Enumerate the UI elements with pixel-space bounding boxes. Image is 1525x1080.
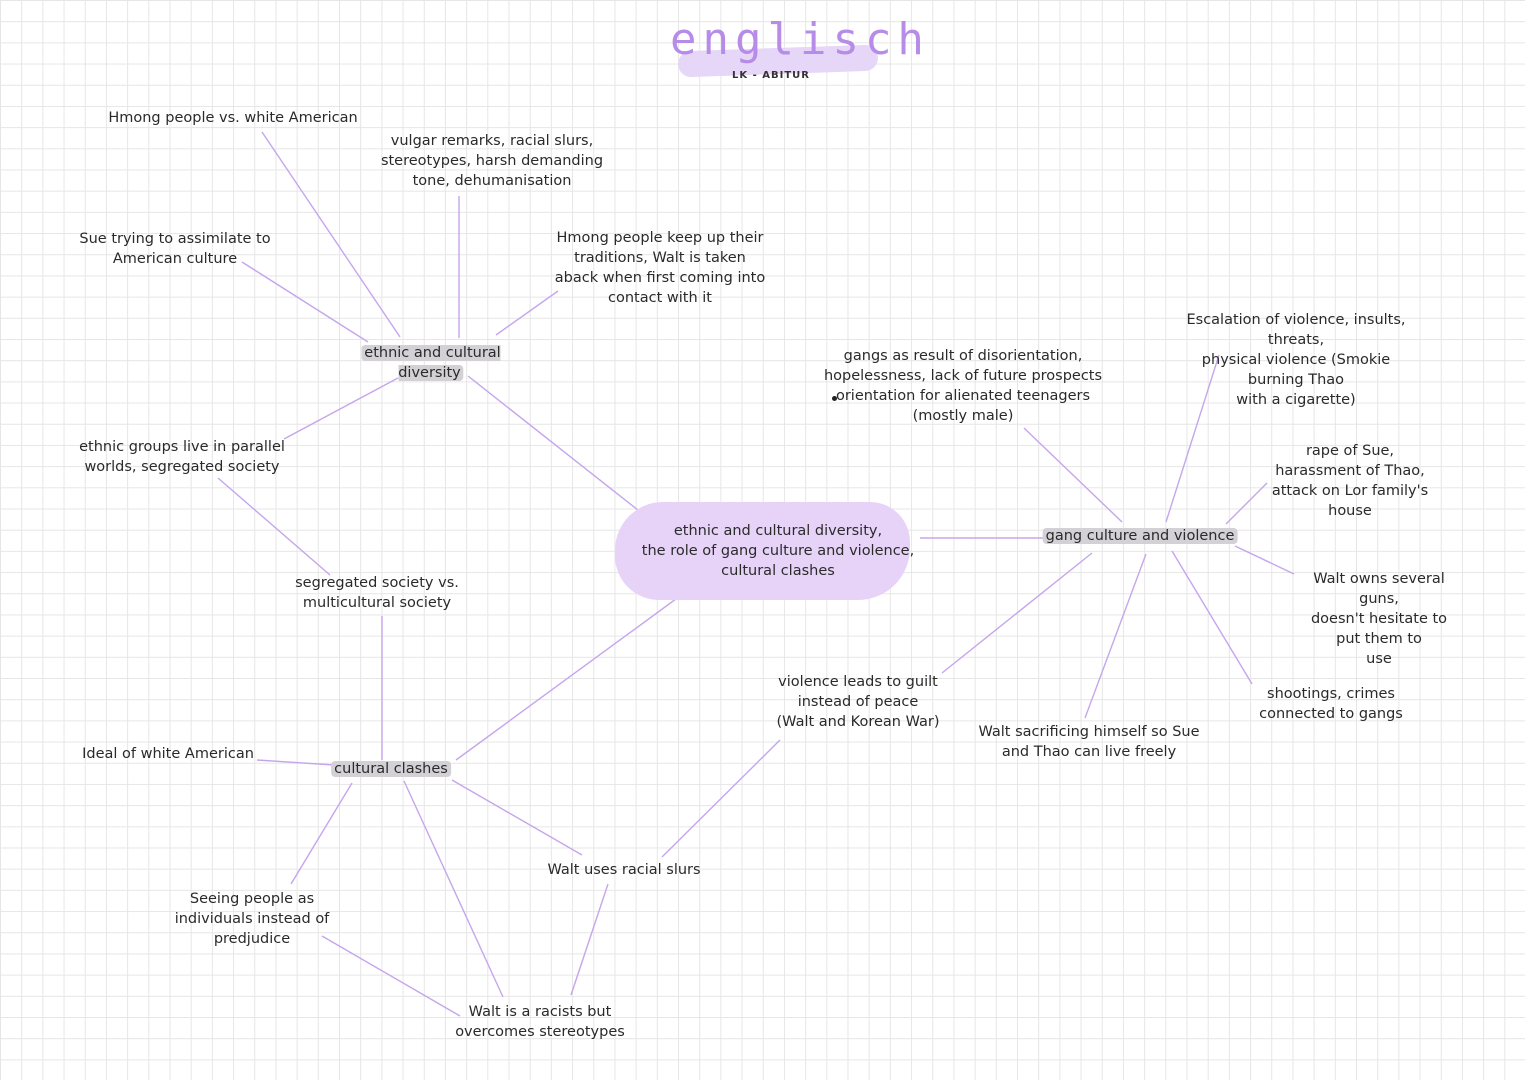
link xyxy=(217,477,331,576)
link xyxy=(495,290,559,336)
link xyxy=(283,377,399,440)
link xyxy=(451,779,583,856)
node-walt-guns: Walt owns several guns, doesn't hesitate… xyxy=(1310,571,1448,667)
central-topic: ethnic and cultural diversity, the role … xyxy=(641,523,915,579)
header-title: englisch LK - ABITUR xyxy=(670,8,924,88)
hub-cultural-clashes: cultural clashes xyxy=(331,759,451,779)
node-seeing-individuals: Seeing people as individuals instead of … xyxy=(174,891,330,947)
node-rape-harassment: rape of Sue, harassment of Thao, attack … xyxy=(1271,443,1429,519)
link xyxy=(1225,482,1268,525)
link xyxy=(321,935,461,1017)
node-shootings: shootings, crimes connected to gangs xyxy=(1259,686,1403,722)
node-parallel-worlds: ethnic groups live in parallel worlds, s… xyxy=(79,439,285,475)
hub-ethnic-diversity: ethnic and cultural diversity xyxy=(361,343,501,383)
node-hmong-vs-white: Hmong people vs. white American xyxy=(108,110,358,126)
link xyxy=(256,759,335,766)
node-sue-assimilate: Sue trying to assimilate to American cul… xyxy=(79,231,271,267)
link xyxy=(261,131,401,338)
node-ideal-white-american: Ideal of white American xyxy=(82,746,254,762)
node-walt-sacrifice: Walt sacrificing himself so Sue and Thao… xyxy=(978,724,1200,760)
node-walt-racial-slurs: Walt uses racial slurs xyxy=(547,862,701,878)
link xyxy=(661,739,781,858)
link xyxy=(1171,550,1253,685)
link xyxy=(290,782,353,885)
link xyxy=(241,261,369,343)
node-gangs-result: gangs as result of disorientation, hopel… xyxy=(823,348,1103,424)
link xyxy=(570,883,609,996)
link xyxy=(941,552,1093,674)
node-violence-guilt: violence leads to guilt instead of peace… xyxy=(776,674,940,730)
bullet-dot xyxy=(832,396,837,401)
node-walt-overcomes-stereotypes: Walt is a racists but overcomes stereoty… xyxy=(455,1004,625,1040)
hub-gang-culture: gang culture and violence xyxy=(1042,526,1238,546)
node-vulgar-remarks: vulgar remarks, racial slurs, stereotype… xyxy=(380,133,604,189)
link xyxy=(467,375,649,519)
link xyxy=(1165,354,1220,523)
link xyxy=(1084,553,1147,719)
node-escalation-violence: Escalation of violence, insults, threats… xyxy=(1186,312,1406,408)
link xyxy=(403,780,504,998)
page-title: englisch xyxy=(670,14,930,65)
page-subtitle: LK - ABITUR xyxy=(732,70,810,81)
link xyxy=(1023,427,1123,523)
node-segregated-vs-multicultural: segregated society vs. multicultural soc… xyxy=(295,575,459,611)
link xyxy=(1234,545,1295,575)
node-hmong-traditions: Hmong people keep up their traditions, W… xyxy=(554,230,766,306)
center-highlight xyxy=(615,502,910,600)
link xyxy=(455,595,681,761)
